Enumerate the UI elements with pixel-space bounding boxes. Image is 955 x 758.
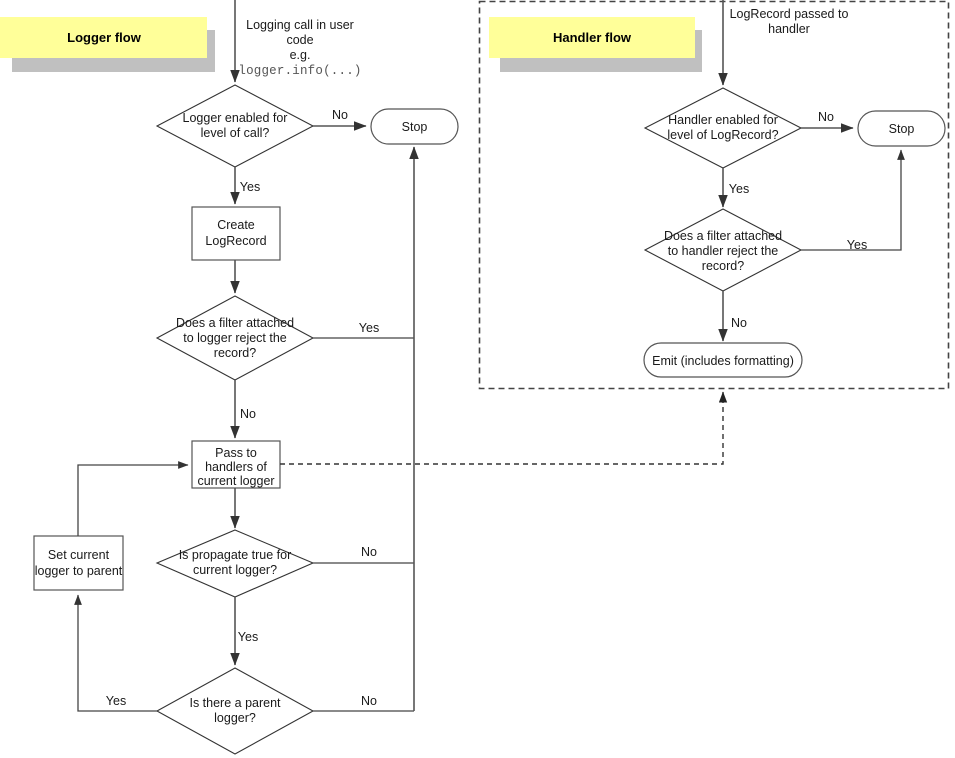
- decision-logger-filter-line2: to logger reject the: [183, 331, 287, 345]
- edge-handler-filter-yes: [801, 149, 905, 251]
- process-create-logrecord-line1: Create: [217, 218, 255, 232]
- decision-is-propagate-line1: Is propagate true for: [179, 548, 292, 562]
- decision-handler-filter-line1: Does a filter attached: [664, 229, 782, 243]
- decision-has-parent: [155, 667, 315, 755]
- process-set-parent-line2: logger to parent: [35, 564, 123, 578]
- edge-dashed-handlers-to-handler-flow: [280, 391, 728, 465]
- process-pass-to-handlers-line2: handlers of: [205, 460, 267, 474]
- terminal-handler-stop: [857, 110, 946, 147]
- decision-logger-enabled-line1: Logger enabled for: [183, 111, 288, 125]
- logger-start-note-code: logger.info(...): [238, 64, 361, 78]
- label-handler-filter-yes: Yes: [847, 238, 867, 252]
- decision-is-propagate-line2: current logger?: [193, 563, 277, 577]
- handler-start-note-line1: LogRecord passed to: [730, 7, 849, 21]
- terminal-emit-label: Emit (includes formatting): [652, 354, 794, 368]
- process-pass-to-handlers-line1: Pass to: [215, 446, 257, 460]
- label-logger-enabled-yes: Yes: [240, 180, 260, 194]
- logger-start-note-line1: Logging call in user: [246, 18, 354, 32]
- decision-handler-enabled-line2: level of LogRecord?: [667, 128, 778, 142]
- label-logger-enabled-no: No: [332, 108, 348, 122]
- logger-flow-banner: [0, 17, 207, 58]
- edge-has-parent-yes: [74, 594, 157, 712]
- decision-has-parent-line2: logger?: [214, 711, 256, 725]
- edge-set-parent-to-pass-handlers: [77, 461, 189, 536]
- handler-flow-group-box: [478, 0, 950, 390]
- terminal-emit: [643, 342, 803, 378]
- label-propagate-yes: Yes: [238, 630, 258, 644]
- terminal-logger-stop: [370, 108, 459, 145]
- handler-flow-title: Handler flow: [553, 30, 632, 45]
- logger-start-note-line3: e.g.: [290, 48, 311, 62]
- decision-handler-filter-line3: record?: [702, 259, 744, 273]
- handler-flow-banner: [489, 17, 695, 58]
- process-set-parent-line1: Set current: [48, 548, 110, 562]
- process-create-logrecord: [191, 206, 281, 261]
- decision-logger-filter-line1: Does a filter attached: [176, 316, 294, 330]
- label-logger-filter-no: No: [240, 407, 256, 421]
- label-propagate-no: No: [361, 545, 377, 559]
- decision-has-parent-line1: Is there a parent: [189, 696, 281, 710]
- terminal-logger-stop-label: Stop: [402, 120, 428, 134]
- process-pass-to-handlers-line3: current logger: [197, 474, 274, 488]
- process-create-logrecord-line2: LogRecord: [205, 234, 266, 248]
- label-has-parent-no: No: [361, 694, 377, 708]
- label-has-parent-yes: Yes: [106, 694, 126, 708]
- handler-flow-banner-shadow-bottom: [500, 58, 702, 72]
- label-handler-enabled-no: No: [818, 110, 834, 124]
- label-logger-filter-yes: Yes: [359, 321, 379, 335]
- terminal-handler-stop-label: Stop: [889, 122, 915, 136]
- logger-start-note-line2: code: [286, 33, 313, 47]
- logger-flow-title: Logger flow: [67, 30, 142, 45]
- label-handler-filter-no: No: [731, 316, 747, 330]
- decision-handler-filter-line2: to handler reject the: [668, 244, 779, 258]
- decision-handler-enabled-line1: Handler enabled for: [668, 113, 778, 127]
- decision-logger-enabled-line2: level of call?: [201, 126, 270, 140]
- handler-start-note-line2: handler: [768, 22, 810, 36]
- process-set-current-logger-to-parent: [33, 535, 124, 591]
- logger-flow-banner-shadow-bottom: [12, 58, 215, 72]
- decision-logger-filter-line3: record?: [214, 346, 256, 360]
- label-handler-enabled-yes: Yes: [729, 182, 749, 196]
